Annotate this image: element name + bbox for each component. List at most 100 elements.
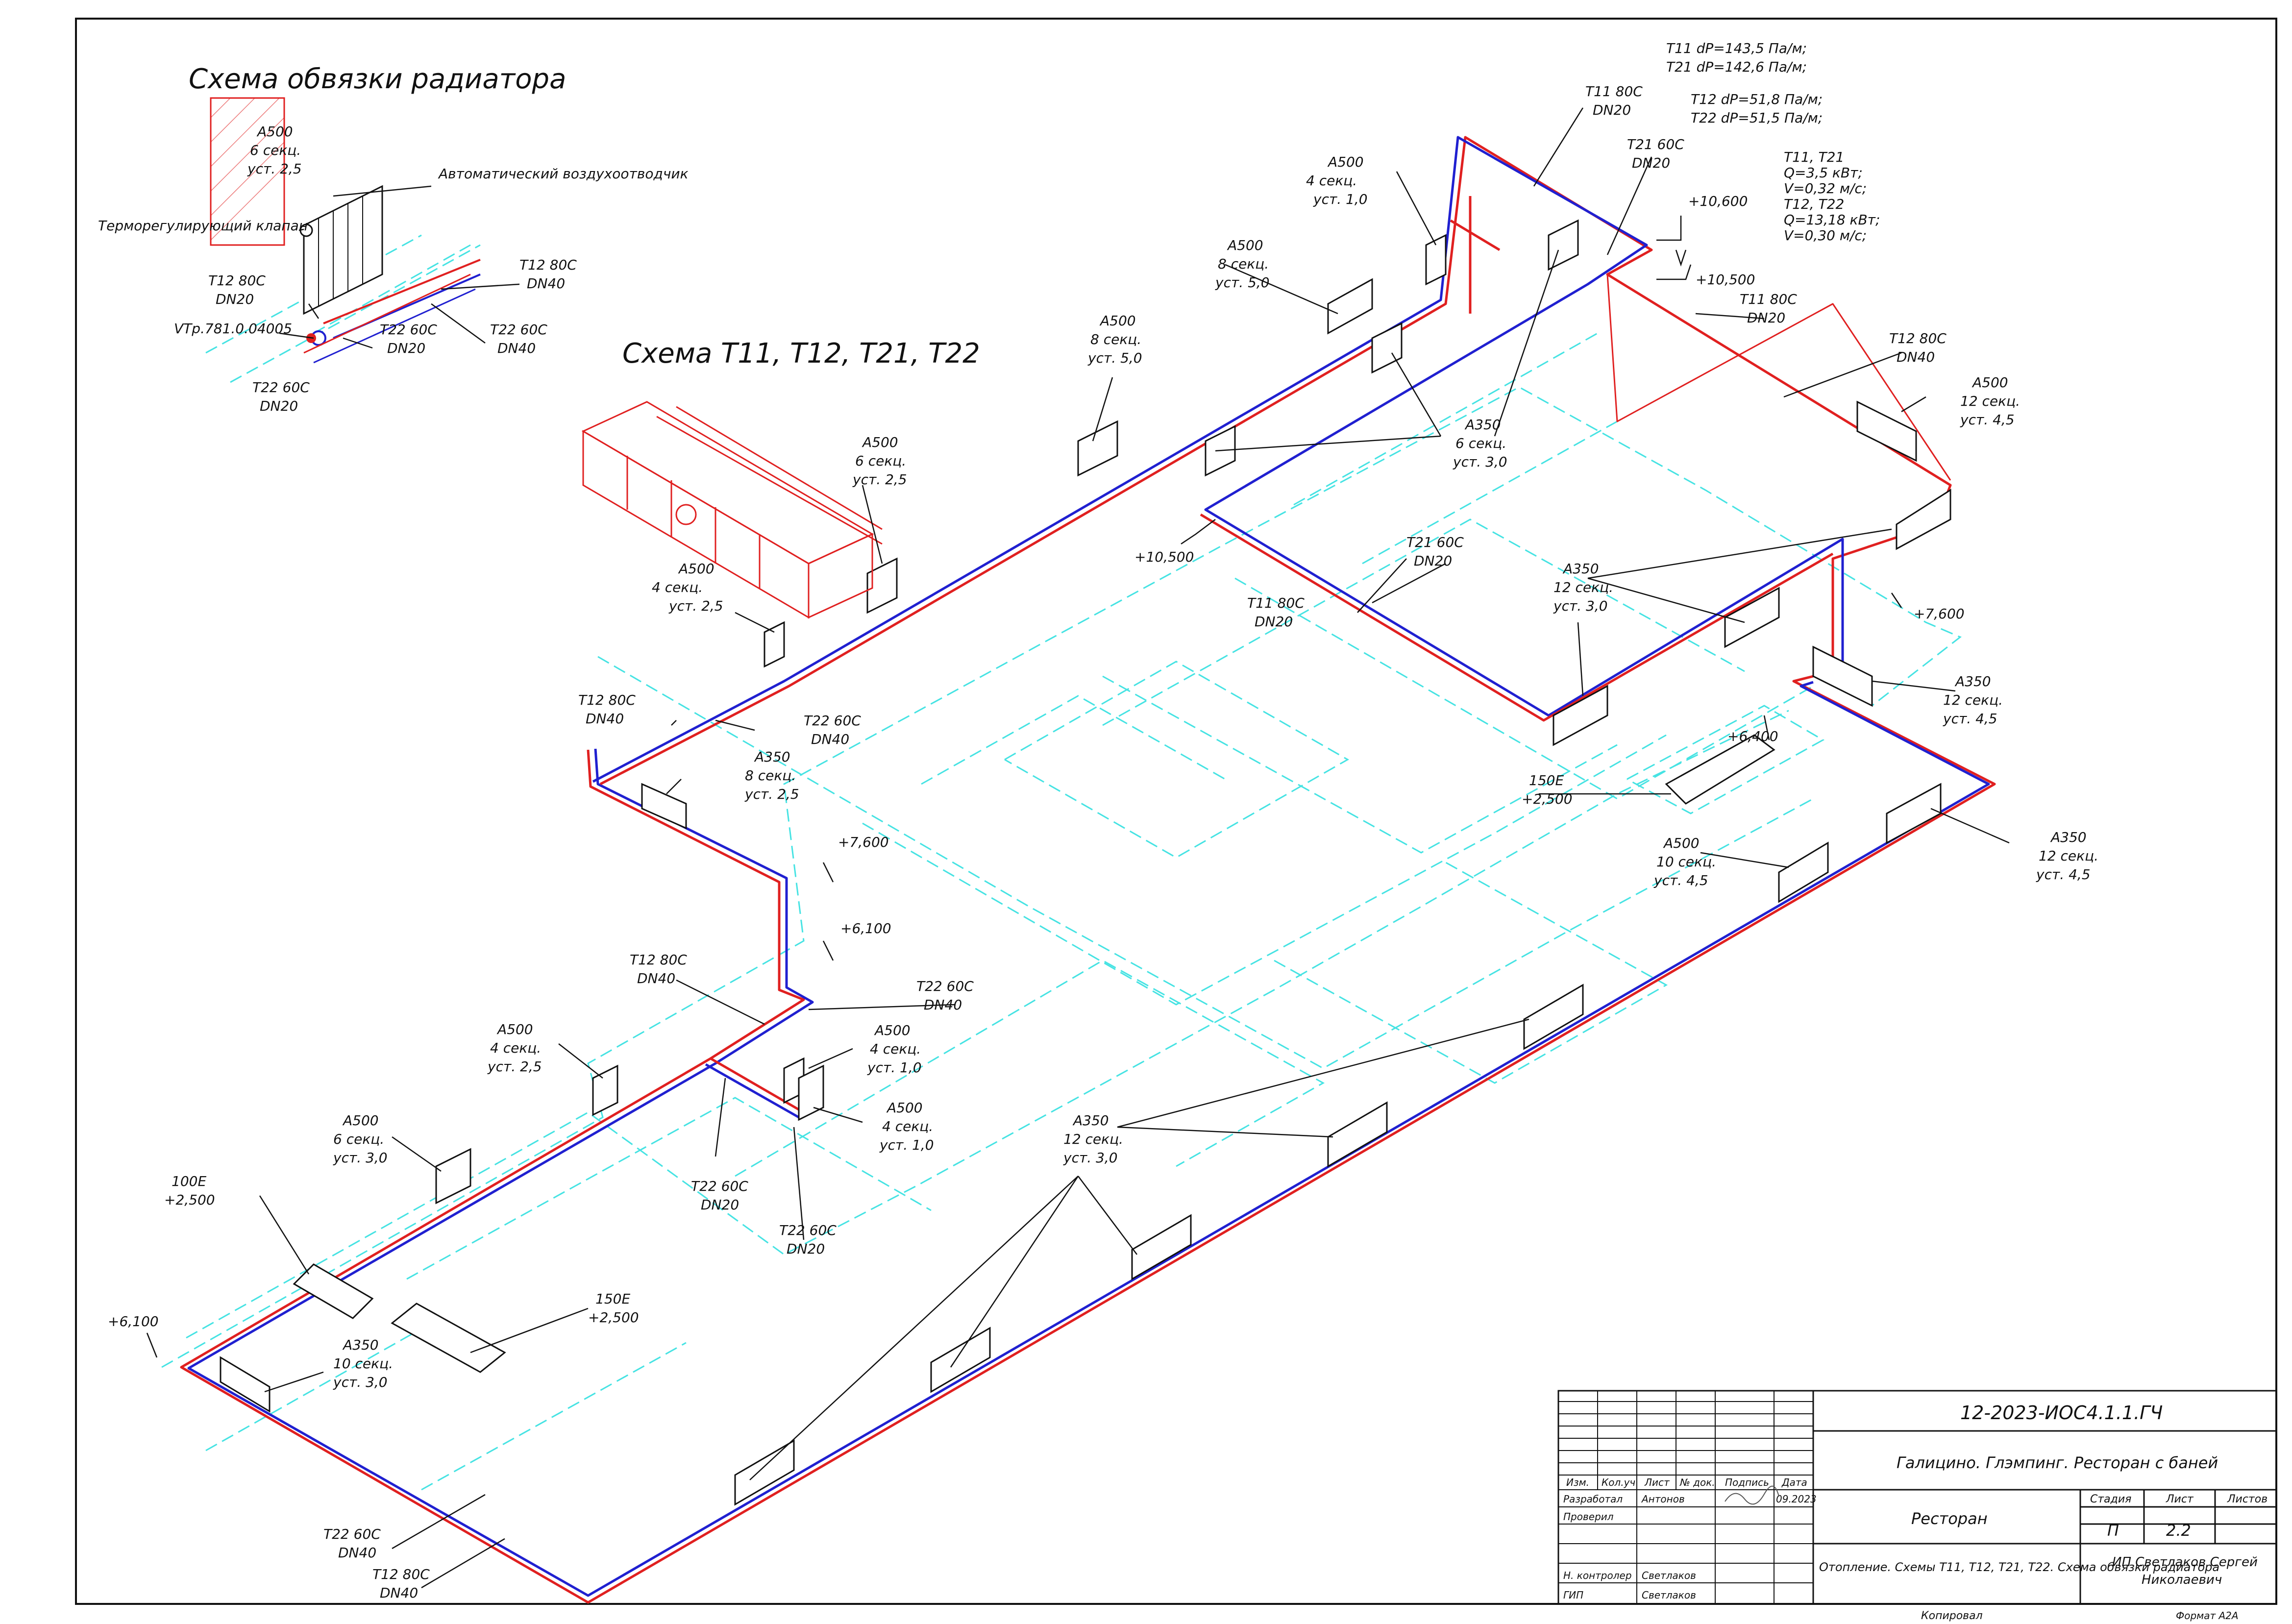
return-branch-short [705,1063,800,1119]
svg-text:4 секц.: 4 секц. [652,579,703,595]
svg-text:уст. 4,5: уст. 4,5 [1653,872,1708,888]
svg-text:уст. 3,0: уст. 3,0 [1453,454,1507,470]
detail-rad-l2: 6 секц. [250,142,301,158]
radiator-r2 [1327,278,1373,335]
radiator-r13 [592,1064,618,1116]
svg-text:Т12 80С: Т12 80С [578,692,636,708]
svg-text:+2,500: +2,500 [1522,791,1573,807]
radiator-r4 [866,557,898,614]
level-label: +7,600 [838,834,889,850]
radiator-r5 [764,621,785,668]
radiator-r1 [1425,234,1447,286]
svg-text:4 секц.: 4 секц. [870,1041,921,1057]
svg-text:6 секц.: 6 секц. [855,453,906,469]
svg-text:DN40: DN40 [924,997,962,1013]
detail-pipe-b-1: Т12 80С [519,257,577,273]
stamp-role-chk: Проверил [1563,1511,1614,1523]
svg-text:8 секц.: 8 секц. [1218,256,1269,272]
svg-text:12 секц.: 12 секц. [1553,579,1613,595]
svg-text:А350: А350 [1072,1112,1109,1129]
supply-thin-loop [1606,274,1951,481]
radiator-r8b [1553,685,1608,746]
level-label: +7,600 [1914,606,1965,622]
fancoil-symbols [293,734,1775,1373]
return-main-lower [187,681,1990,1597]
svg-text:А350: А350 [754,749,790,765]
fancoil-150e-left [391,1303,506,1373]
radiator-r16 [798,1064,824,1121]
svg-text:А500: А500 [496,1021,533,1037]
radiator-r17d [930,1327,991,1393]
svg-text:Т12 80С: Т12 80С [630,952,687,968]
svg-text:А500: А500 [862,434,898,450]
supply-branch-short [710,1057,805,1114]
svg-text:6 секц.: 6 секц. [333,1131,384,1147]
detail-pipe-c-1: Т22 60С [380,321,437,338]
svg-text:А350: А350 [1464,417,1501,433]
note-flow-1: Т11, Т21 [1784,149,1844,165]
svg-text:уст. 3,0: уст. 3,0 [333,1374,388,1390]
svg-text:Т22 60С: Т22 60С [779,1222,837,1238]
svg-text:100Е: 100Е [172,1173,206,1189]
fancoil-label: 100Е+2,500 [164,1173,215,1208]
svg-text:уст. 4,5: уст. 4,5 [1960,412,2015,428]
svg-text:4 секц.: 4 секц. [490,1040,541,1056]
svg-text:уст. 4,5: уст. 4,5 [2036,866,2091,883]
svg-text:Т22 60С: Т22 60С [916,978,974,994]
building-outline [161,234,1962,1491]
stamp-name-dev: Антонов [1641,1493,1685,1505]
stamp-h-sheets: Листов [2227,1493,2267,1505]
svg-text:4 секц.: 4 секц. [1306,172,1357,189]
note-flow-5: Q=13,18 кВт; [1784,212,1880,228]
title-radiator-scheme: Схема обвязки радиатора [189,63,566,95]
stamp-name-nk: Светлаков [1642,1570,1696,1581]
radiator-r10 [641,783,687,830]
svg-text:10 секц.: 10 секц. [333,1355,393,1372]
svg-text:Т11 80С: Т11 80С [1740,291,1797,307]
svg-text:DN40: DN40 [811,731,849,747]
svg-text:уст. 2,5: уст. 2,5 [487,1058,542,1075]
radiator-r14 [435,1148,471,1205]
radiator-r8 [1724,587,1780,648]
stamp-copied: Копировал [1921,1610,1983,1622]
radiator-label: А500 6 секц. уст. 2,5 [852,434,907,488]
fancoil-label: 150Е+2,500 [1522,772,1573,807]
svg-text:12 секц.: 12 секц. [1943,692,2003,708]
title-main-scheme: Схема Т11, Т12, Т21, Т22 [622,338,980,369]
radiator-r3 [1077,420,1118,477]
svg-text:А500: А500 [1099,313,1136,329]
svg-text:12 секц.: 12 секц. [1960,393,2020,409]
stamp-col-kol: Кол.уч [1602,1476,1635,1488]
svg-text:уст. 3,0: уст. 3,0 [1063,1150,1118,1166]
signature [1725,1485,1779,1505]
radiator-r6b [1371,322,1403,374]
radiator-r17e [734,1439,795,1506]
detail-pipe-e-2: DN20 [260,398,298,414]
svg-text:уст. 2,5: уст. 2,5 [852,471,907,488]
detail-thermo-valve: Терморегулирующий клапан [98,218,308,234]
level-markers [146,216,1902,1358]
svg-text:А500: А500 [342,1112,379,1129]
svg-text:DN20: DN20 [1593,102,1631,118]
svg-text:уст. 5,0: уст. 5,0 [1215,274,1270,291]
level-label: +10,500 [1696,271,1755,288]
radiator-r11 [1778,841,1829,903]
fancoil-label: 150Е+2,500 [588,1291,639,1326]
drawing-frame [75,18,2277,1605]
svg-text:А350: А350 [2050,829,2087,845]
